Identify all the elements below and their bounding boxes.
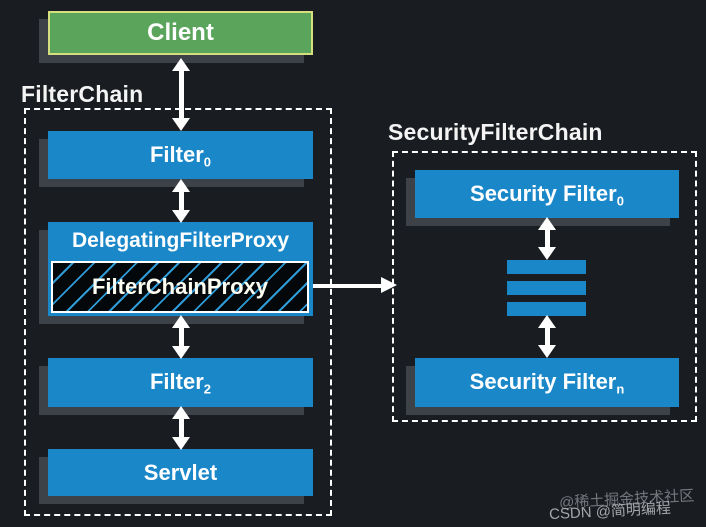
double-arrow-icon [538,315,556,358]
ellipsis-bar [507,281,586,295]
delegating-filter-proxy-label: DelegatingFilterProxy [71,229,290,252]
filter2-box: Filter2 [48,358,313,407]
security-filter0-box-label: Security Filter0 [470,180,624,209]
double-arrow-icon [172,58,190,131]
filterchain-section-label: FilterChain [21,81,144,107]
filterchain-group-container [24,108,332,516]
ellipsis-bar [507,260,586,274]
client-box-label: Client [147,19,214,46]
securityfilterchain-section-label: SecurityFilterChain [388,119,603,145]
filter-chain-proxy-box: FilterChainProxy [51,261,309,313]
ellipsis-bar [507,302,586,316]
filter2-box-label: Filter2 [149,369,212,397]
delegating-filter-proxy-box: DelegatingFilterProxy FilterChainProxy [48,222,313,316]
security-filtern-box: Security Filtern [415,358,679,407]
filter-chain-proxy-label: FilterChainProxy [91,274,269,299]
double-arrow-icon [538,217,556,260]
filter0-box: Filter0 [48,131,313,179]
servlet-box-label: Servlet [143,459,218,485]
security-filtern-box-label: Security Filtern [469,369,625,397]
security-filter0-box: Security Filter0 [415,170,679,218]
filter0-box-label: Filter0 [149,141,212,170]
client-box: Client [48,11,313,55]
servlet-box: Servlet [48,449,313,496]
double-arrow-icon [172,406,190,450]
double-arrow-icon [172,315,190,359]
right-arrow-icon [313,277,397,294]
double-arrow-icon [172,179,190,223]
